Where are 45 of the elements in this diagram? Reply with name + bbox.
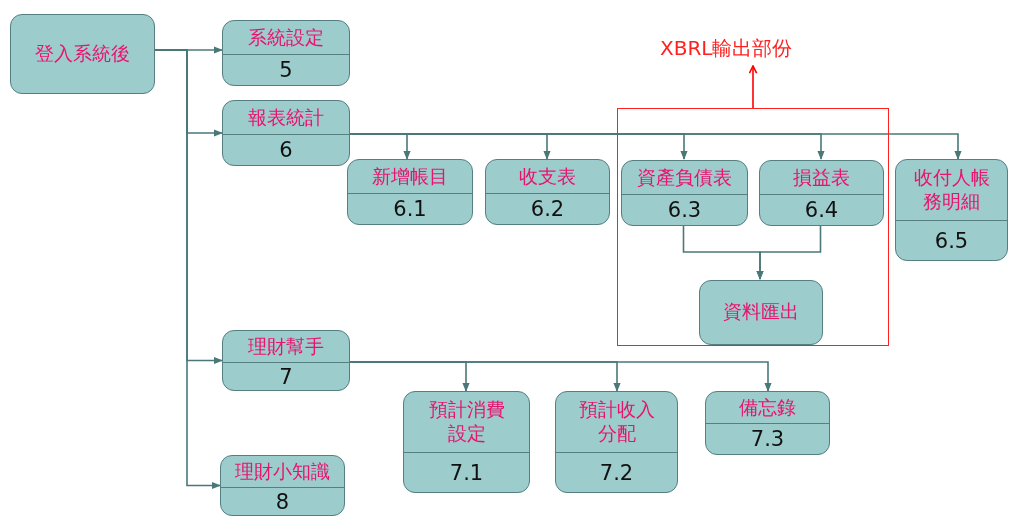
process-box: [621, 160, 748, 226]
box-title: 預計收入分配: [577, 398, 656, 446]
arrow: [756, 224, 822, 280]
box-number: 6.5: [934, 228, 969, 253]
process-box: [705, 391, 830, 455]
box-title: 新增帳目: [372, 164, 448, 189]
box-title: 收支表: [519, 164, 576, 189]
box-title: 收付人帳務明細: [912, 166, 991, 214]
box-title: 資產負債表: [637, 165, 732, 190]
process-box: [759, 160, 884, 226]
box-title: 系統設定: [248, 25, 324, 50]
box-title: 登入系統後: [35, 41, 130, 66]
box-number: 6.3: [667, 198, 702, 222]
box-title: 資料匯出: [723, 300, 799, 324]
box-title: 損益表: [793, 165, 850, 190]
process-box: [222, 100, 350, 166]
box-title: 報表統計: [248, 105, 324, 130]
box-number: 8: [275, 489, 290, 514]
process-box: [485, 159, 610, 225]
process-box: [222, 330, 350, 391]
box-number: 6.4: [804, 198, 839, 222]
process-box: [222, 20, 350, 86]
box-number: 7.2: [599, 460, 634, 485]
box-number: 6.1: [393, 197, 427, 221]
box-title: 理財幫手: [248, 334, 324, 359]
box-number: 7.3: [750, 427, 785, 451]
process-box: [403, 391, 530, 493]
box-number: 5: [279, 58, 293, 82]
box-title: 預計消費設定: [427, 398, 506, 446]
arrow: [349, 361, 772, 392]
box-number: 6: [279, 138, 293, 162]
box-number: 7: [279, 364, 293, 389]
process-box: [895, 159, 1008, 261]
arrow: [748, 65, 758, 109]
box-number: 6.2: [530, 197, 565, 221]
process-box: [347, 159, 473, 225]
process-box: [699, 280, 823, 345]
process-box: [10, 14, 155, 94]
box-title: 理財小知識: [235, 459, 330, 484]
group-frame: [617, 108, 889, 346]
process-box: [220, 455, 345, 516]
process-box: [555, 391, 678, 493]
annotation-label: XBRL輸出部份: [660, 36, 838, 62]
box-title: 備忘錄: [739, 395, 796, 420]
box-number: 7.1: [449, 460, 484, 485]
